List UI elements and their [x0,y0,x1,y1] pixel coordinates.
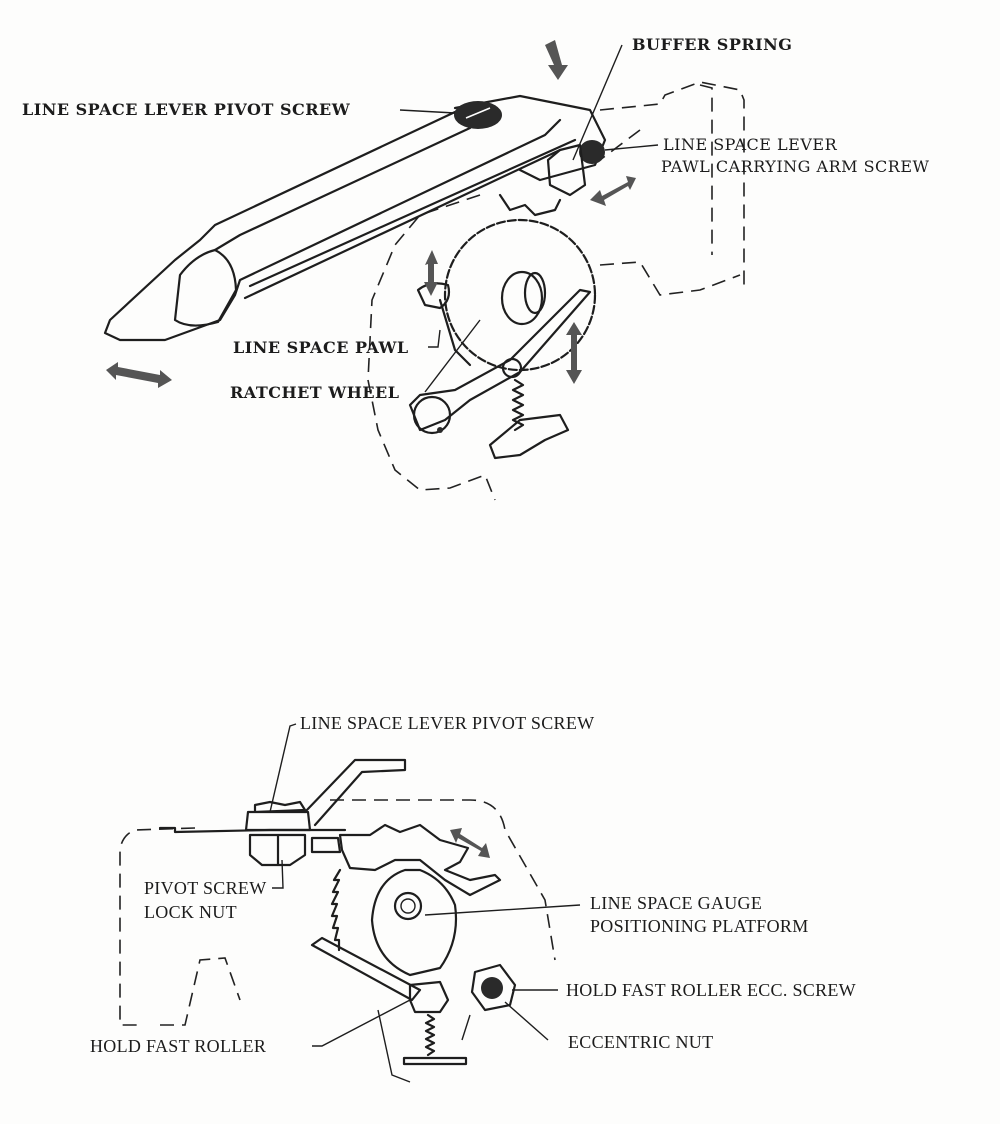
lever-nut [310,836,342,854]
label-lower-pivot-screw: LINE SPACE LEVER PIVOT SCREW [300,713,595,733]
label-hold-fast-roller: HOLD FAST ROLLER [90,1036,267,1056]
spring-anchor-plate [488,413,570,460]
platform-screw [393,891,423,921]
label-line-space-lever-pivot-screw: LINE SPACE LEVER PIVOT SCREW [22,100,351,119]
lower-lever-arm [303,758,407,827]
ecc-screw-head [481,977,503,999]
pivot-screw-head [244,800,312,832]
arm-screw-head [579,140,605,164]
lower-figure [119,723,581,1083]
label-eccentric-nut: ECCENTRIC NUT [568,1032,714,1052]
lever-finger-grip [173,248,238,327]
lever-motion-arrow [106,362,172,388]
lever-lift-arrow [545,40,568,80]
motion-arrows [106,40,636,388]
hold-fast-spring [424,1013,436,1057]
detent-roller-small [501,357,523,379]
detent-motion-arrow [566,322,582,384]
label-gauge-platform-line1: LINE SPACE GAUGE [590,893,763,913]
lever-top-bar [453,94,607,182]
label-hold-fast-roller-ecc-screw: HOLD FAST ROLLER ECC. SCREW [566,980,856,1000]
spring-base [402,1056,468,1066]
frame-outline [367,81,745,501]
label-pawl-arm-screw-line2: PAWL CARRYING ARM SCREW [661,157,930,176]
ratchet-hub [500,270,544,326]
hold-fast-roller-arm [310,936,422,1002]
pivot-screw-lock-nut [248,833,307,867]
label-line-space-pawl: LINE SPACE PAWL [233,338,409,357]
gauge-platform-cam [338,823,502,897]
label-gauge-platform-line2: POSITIONING PLATFORM [590,916,809,936]
gauge-motion-arrow [450,828,490,858]
eccentric-nut [470,963,517,1012]
label-pivot-screw-lock-nut-line1: PIVOT SCREW [144,878,267,898]
positioning-platform-plate [370,868,458,977]
line-space-lever [103,110,577,342]
detent-roller [412,395,452,435]
lower-body-outline [377,1009,471,1083]
pivot-screw-head [454,101,502,129]
label-buffer-spring: BUFFER SPRING [632,35,793,54]
label-pawl-arm-screw-line1: LINE SPACE LEVER [663,135,838,154]
upper-figure [103,40,745,501]
lower-leader-lines [269,723,581,1047]
pawl-motion-arrow [424,250,438,296]
arm-motion-arrow [590,176,636,206]
lower-frame-outline [119,799,556,1026]
label-pivot-screw-lock-nut-line2: LOCK NUT [144,902,237,922]
ratchet-hub-face [523,271,547,315]
frame-lower-edge [599,261,741,296]
lower-ratchet-teeth [330,868,342,952]
upper-leader-lines [399,44,659,393]
label-ratchet-wheel: RATCHET WHEEL [230,383,400,402]
detent-arm [408,288,592,432]
